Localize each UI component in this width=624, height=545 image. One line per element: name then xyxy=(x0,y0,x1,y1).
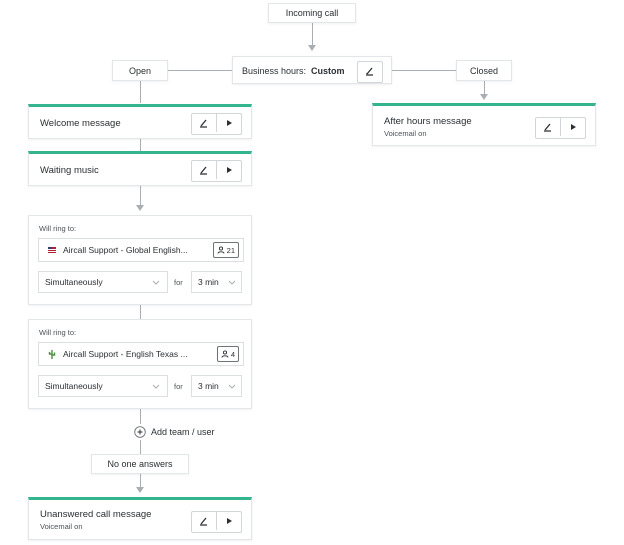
connector-noone-unanswered xyxy=(140,474,141,488)
play-button[interactable] xyxy=(560,118,585,136)
edit-button[interactable] xyxy=(192,161,216,179)
incoming-call-node: Incoming call xyxy=(268,3,356,23)
ring-group-label: Will ring to: xyxy=(39,224,77,233)
welcome-message-title: Welcome message xyxy=(40,118,121,129)
play-icon xyxy=(227,167,232,173)
user-count-badge: 4 xyxy=(216,346,239,362)
for-label: for xyxy=(174,382,183,391)
connector-waiting-ring xyxy=(140,186,141,206)
edit-button[interactable] xyxy=(192,512,216,530)
business-hours-value: Custom xyxy=(311,66,345,76)
ring-duration-value: 3 min xyxy=(198,381,219,391)
edit-pencil-icon xyxy=(200,119,207,128)
edit-pencil-icon xyxy=(200,166,207,175)
after-hours-card[interactable]: After hours message Voicemail on xyxy=(372,103,596,146)
ring-target[interactable]: Aircall Support - Global English... 21 xyxy=(38,238,244,262)
edit-pencil-icon xyxy=(200,517,207,526)
add-team-user-label: Add team / user xyxy=(151,427,215,437)
waiting-music-actions xyxy=(191,160,242,182)
arrow-down-icon xyxy=(308,45,316,51)
for-label: for xyxy=(174,278,183,287)
unanswered-call-subtitle: Voicemail on xyxy=(40,522,83,531)
incoming-call-label: Incoming call xyxy=(285,8,339,18)
play-button[interactable] xyxy=(216,114,241,132)
open-branch-label: Open xyxy=(112,60,168,81)
business-hours-label: Business hours: xyxy=(242,66,307,76)
no-one-answers-label: No one answers xyxy=(107,459,173,469)
chevron-down-icon xyxy=(228,384,236,389)
connector-closed-down xyxy=(484,81,485,95)
unanswered-call-card[interactable]: Unanswered call message Voicemail on xyxy=(28,497,252,540)
connector-incoming xyxy=(312,22,313,46)
play-button[interactable] xyxy=(216,161,241,179)
ring-group-2: Will ring to: Aircall Support - English … xyxy=(28,319,252,409)
arrow-down-icon xyxy=(136,487,144,493)
unanswered-call-actions xyxy=(191,511,242,533)
play-icon xyxy=(571,124,576,130)
ring-mode-value: Simultaneously xyxy=(45,381,103,391)
chevron-down-icon xyxy=(152,280,160,285)
users-icon xyxy=(217,246,225,254)
ring-duration-select[interactable]: 3 min xyxy=(191,271,242,293)
business-hours-edit-group xyxy=(357,61,383,83)
play-icon xyxy=(227,518,232,524)
ring-target[interactable]: Aircall Support - English Texas ... 4 xyxy=(38,342,244,366)
ring-duration-select[interactable]: 3 min xyxy=(191,375,242,397)
edit-button[interactable] xyxy=(358,62,382,80)
ring-mode-select[interactable]: Simultaneously xyxy=(38,375,168,397)
connector-welcome-waiting xyxy=(140,138,141,152)
after-hours-subtitle: Voicemail on xyxy=(384,129,427,138)
ring-group-1: Will ring to: Aircall Support - Global E… xyxy=(28,215,252,305)
user-count: 21 xyxy=(226,245,235,255)
cactus-icon xyxy=(48,350,56,359)
user-count: 4 xyxy=(230,349,235,359)
waiting-music-title: Waiting music xyxy=(40,165,99,176)
ring-target-name: Aircall Support - Global English... xyxy=(63,245,188,255)
after-hours-title: After hours message xyxy=(384,116,472,127)
flag-icon xyxy=(48,247,56,253)
connector-ring-ring xyxy=(140,305,141,320)
welcome-message-actions xyxy=(191,113,242,135)
connector-open-down xyxy=(140,81,141,103)
edit-button[interactable] xyxy=(192,114,216,132)
ring-group-label: Will ring to: xyxy=(39,328,77,337)
welcome-message-card[interactable]: Welcome message xyxy=(28,104,252,139)
waiting-music-card[interactable]: Waiting music xyxy=(28,151,252,186)
open-label: Open xyxy=(128,65,152,76)
play-button[interactable] xyxy=(216,512,241,530)
business-hours-node: Business hours: Custom xyxy=(232,56,392,84)
chevron-down-icon xyxy=(228,280,236,285)
connector-ring-add xyxy=(140,409,141,425)
arrow-down-icon xyxy=(136,205,144,211)
plus-icon xyxy=(134,426,146,438)
add-team-user-button[interactable]: Add team / user xyxy=(134,424,234,440)
connector-closed-branch xyxy=(392,70,456,71)
arrow-down-icon xyxy=(480,94,488,100)
after-hours-actions xyxy=(535,117,586,139)
closed-branch-label: Closed xyxy=(456,60,512,81)
closed-label: Closed xyxy=(469,65,498,76)
user-count-badge: 21 xyxy=(212,242,239,258)
connector-add-noone xyxy=(140,439,141,454)
edit-pencil-icon xyxy=(366,67,373,76)
edit-button[interactable] xyxy=(536,118,560,136)
connector-open-branch xyxy=(168,70,232,71)
ring-duration-value: 3 min xyxy=(198,277,219,287)
ring-target-name: Aircall Support - English Texas ... xyxy=(63,349,188,359)
no-one-answers-node: No one answers xyxy=(91,454,189,474)
chevron-down-icon xyxy=(152,384,160,389)
play-icon xyxy=(227,120,232,126)
users-icon xyxy=(221,350,229,358)
edit-pencil-icon xyxy=(544,123,551,132)
ring-mode-value: Simultaneously xyxy=(45,277,103,287)
unanswered-call-title: Unanswered call message xyxy=(40,509,152,520)
ring-mode-select[interactable]: Simultaneously xyxy=(38,271,168,293)
